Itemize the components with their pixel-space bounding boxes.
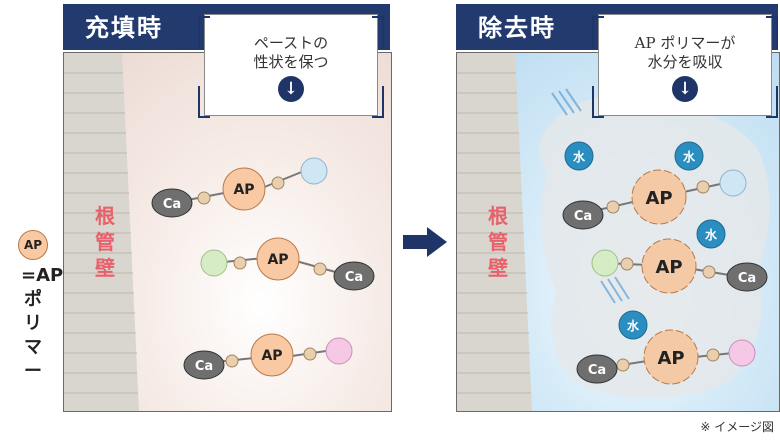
ap-polymer: [250, 333, 294, 377]
root-canal-wall-right: [457, 53, 532, 411]
ca-ion: [333, 261, 375, 291]
ca-ion: [183, 350, 225, 380]
water-label: 水: [627, 318, 640, 333]
bracket-left-bottom: [198, 86, 210, 118]
ap-label: AP: [645, 188, 672, 209]
image-note: ※ イメージ図: [700, 420, 774, 434]
ap-label: AP: [657, 348, 684, 369]
water-label: 水: [683, 149, 696, 164]
right-title: 除去時: [478, 13, 556, 42]
callout-line-2: 水分を吸収: [647, 53, 723, 71]
molecule-chains-right: 水 水 水 水 Ca AP AP Ca Ca AP: [539, 88, 770, 399]
molecule-chain: [200, 237, 375, 291]
bracket-right-top: [766, 16, 778, 48]
water-molecule: [728, 339, 756, 367]
ca-label: Ca: [738, 271, 756, 286]
bracket-right-bottom: [372, 86, 384, 118]
ca-label: Ca: [588, 363, 606, 378]
ap-legend-symbol: AP: [18, 230, 48, 260]
root-canal-wall-label: 根管壁: [488, 204, 508, 280]
bracket-left-bottom: [592, 86, 604, 118]
molecule-chain: [151, 157, 328, 218]
left-title: 充填時: [85, 13, 163, 42]
water-droplet: [564, 141, 594, 171]
ap-label: AP: [267, 252, 288, 268]
bracket-right-top: [372, 16, 384, 48]
water-molecule: [325, 337, 353, 365]
water-label: 水: [573, 149, 586, 164]
left-callout: ペーストの 性状を保つ ↓: [204, 14, 378, 116]
ca-label: Ca: [163, 197, 181, 212]
water-droplet: [696, 219, 726, 249]
down-arrow-icon: ↓: [278, 76, 304, 102]
ca-label: Ca: [345, 270, 363, 285]
ca-ion: [726, 262, 768, 292]
ap-legend-text: =APポリマー: [21, 265, 64, 382]
ap-label: AP: [233, 182, 254, 198]
callout-line-2: 性状を保つ: [253, 53, 329, 71]
ca-ion: [151, 188, 193, 218]
ap-polymer: [631, 169, 687, 225]
bracket-left-top: [198, 16, 210, 48]
water-molecule: [719, 169, 747, 197]
water-label: 水: [705, 227, 718, 242]
callout-line-1: ペーストの: [253, 34, 329, 52]
callout-line-1: AP ポリマーが: [634, 34, 736, 52]
ca-label: Ca: [195, 359, 213, 374]
ap-label: AP: [655, 257, 682, 278]
water-droplet: [674, 141, 704, 171]
down-arrow-icon: ↓: [672, 76, 698, 102]
molecule-chains-left: Ca AP AP Ca Ca AP: [151, 157, 375, 380]
ap-polymer: [256, 237, 300, 281]
ap-polymer: [641, 238, 697, 294]
ca-label: Ca: [574, 209, 592, 224]
ca-ion: [562, 200, 604, 230]
water-molecule: [300, 157, 328, 185]
molecule-chain: [576, 329, 756, 385]
water-molecule: [200, 249, 228, 277]
ap-label: AP: [261, 348, 282, 364]
right-arrow-icon: [403, 227, 447, 257]
root-canal-wall-left: [64, 53, 139, 411]
water-molecule: [591, 249, 619, 277]
water-droplet: [618, 310, 648, 340]
ap-polymer: [643, 329, 699, 385]
ca-ion: [576, 354, 618, 384]
molecule-chain: [562, 169, 747, 230]
molecule-chain: [591, 238, 768, 294]
bracket-right-bottom: [766, 86, 778, 118]
root-canal-wall-label: 根管壁: [95, 204, 115, 280]
right-callout: AP ポリマーが 水分を吸収 ↓: [598, 14, 772, 116]
ap-polymer: [222, 167, 266, 211]
molecule-chain: [183, 333, 353, 380]
bracket-left-top: [592, 16, 604, 48]
